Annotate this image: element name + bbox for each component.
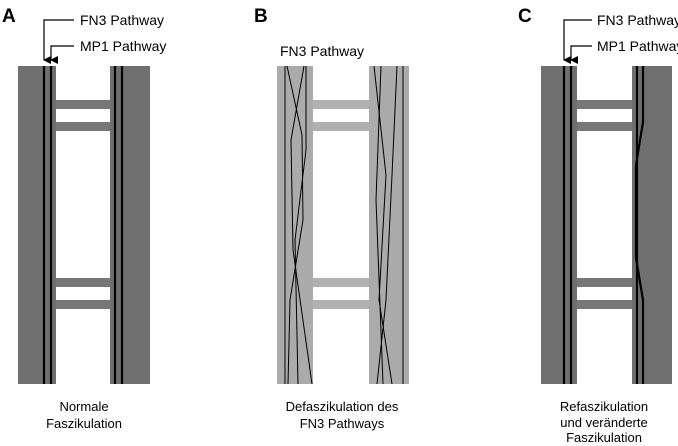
panel-a-right-band — [110, 66, 150, 384]
panel-a-fn3-pointer — [43, 19, 74, 64]
panel-c-bridge — [577, 300, 632, 309]
panel-b-right-band — [369, 66, 409, 384]
panel-c-caption-line-2: und veränderte — [560, 415, 647, 430]
panel-c-mp1-pointer — [570, 45, 592, 64]
panel-a-left-band — [18, 66, 56, 384]
panel-c-caption-line-3: Faszikulation — [566, 430, 642, 445]
panel-a-bridge — [56, 122, 110, 131]
panel-a-bridge — [56, 278, 110, 287]
panel-b-letter: B — [254, 6, 268, 27]
panel-c-fn3-pointer — [563, 19, 592, 64]
panel-b-axon — [375, 65, 384, 385]
panel-c-bridge — [577, 100, 632, 109]
panel-a-letter: A — [2, 6, 16, 27]
panel-a-bridge — [56, 300, 110, 309]
panel-a-caption-line-2: Faszikulation — [46, 416, 122, 431]
panel-b-bridge — [313, 278, 369, 287]
panel-b-bridge — [313, 122, 369, 131]
panel-c-right-band — [632, 66, 672, 384]
panel-a-bridge — [56, 100, 110, 109]
panel-b: B FN3 Pathway Defaszikulation des FN3 Pa… — [254, 6, 409, 431]
panel-a: A FN3 Pathway MP1 Pathway Normale Faszik… — [2, 6, 166, 431]
panel-c-caption-line-1: Refaszikulation — [560, 399, 648, 414]
panel-b-caption-line-2: FN3 Pathways — [300, 416, 385, 431]
panel-b-axon — [286, 65, 304, 385]
panel-c-letter: C — [518, 6, 532, 27]
panel-b-fn3-label: FN3 Pathway — [280, 43, 364, 59]
panel-a-caption-line-1: Normale — [59, 399, 108, 414]
panel-b-axon — [290, 65, 313, 385]
panel-a-mp1-pointer — [50, 45, 74, 64]
panel-c-fn3-label: FN3 Pathway — [597, 12, 678, 28]
panel-c-bridge — [577, 278, 632, 287]
panel-b-axon — [376, 65, 398, 385]
panel-a-mp1-label: MP1 Pathway — [80, 38, 166, 54]
panel-b-bridge — [313, 300, 369, 309]
panel-b-left-band — [277, 66, 313, 384]
panel-c-altered-axon — [634, 66, 645, 384]
panel-b-axon — [373, 65, 393, 385]
panel-c-bridge — [577, 122, 632, 131]
panel-b-bridge — [313, 100, 369, 109]
panel-c-mp1-label: MP1 Pathway — [597, 38, 678, 54]
panel-c: C FN3 Pathway MP1 Pathway Refaszikulatio… — [518, 6, 678, 445]
panel-b-axon — [294, 66, 307, 385]
panel-b-caption-line-1: Defaszikulation des — [286, 399, 399, 414]
panel-a-fn3-label: FN3 Pathway — [80, 12, 164, 28]
